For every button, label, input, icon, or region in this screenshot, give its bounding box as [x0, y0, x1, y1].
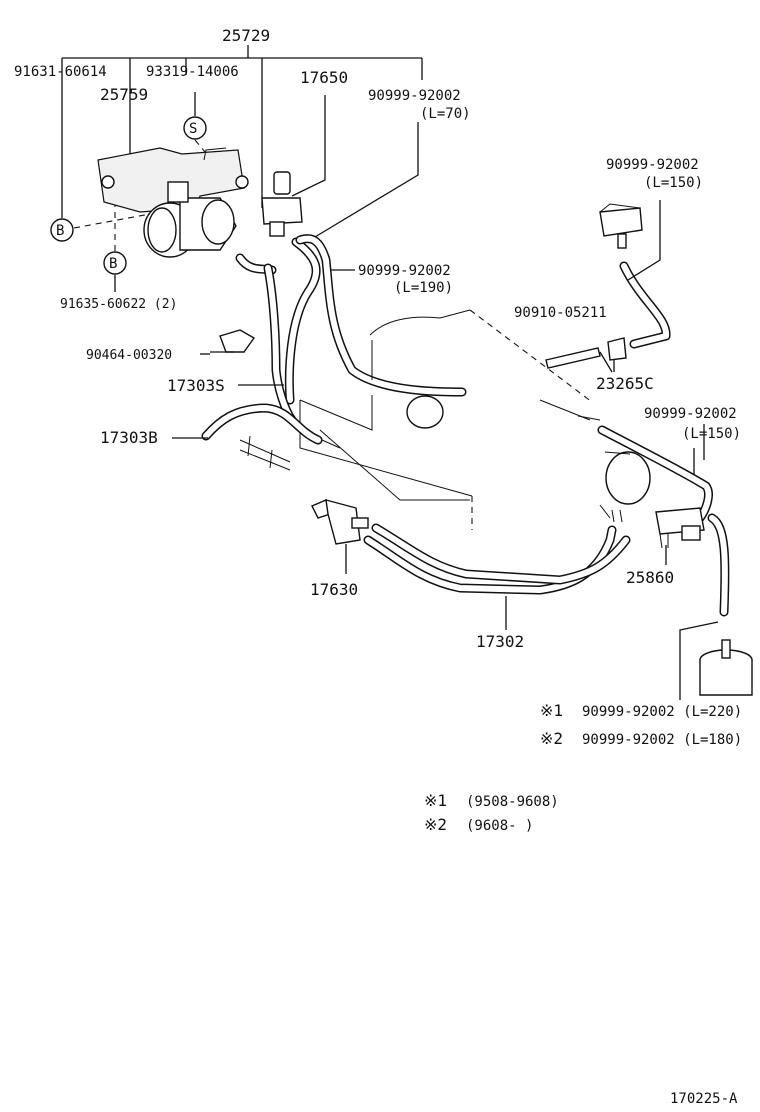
- hose-right: [577, 415, 730, 700]
- label-23265c: 23265C: [596, 374, 654, 393]
- label-90999-92002-c-length: (L=190): [394, 280, 453, 296]
- label-17630: 17630: [310, 580, 358, 599]
- note-1-text: (9508-9608): [466, 794, 559, 810]
- variant-1-text: 90999-92002 (L=220): [582, 704, 742, 720]
- pipe-17303b: [201, 403, 341, 471]
- label-90999-92002-d-length: (L=150): [682, 426, 741, 442]
- callout-b-upper: B: [50, 213, 151, 242]
- callout-s-text: S: [189, 121, 197, 137]
- label-25759: 25759: [100, 85, 148, 104]
- label-90999-92002-b: 90999-92002: [606, 157, 699, 173]
- note-2-text: (9608- ): [466, 818, 533, 834]
- solenoid-assembly: [97, 147, 249, 258]
- bracket-25729: [61, 45, 423, 241]
- label-17650: 17650: [300, 68, 348, 87]
- label-91631-60614: 91631-60614: [14, 64, 107, 80]
- vsv-25860: [655, 507, 705, 565]
- label-17303s: 17303S: [167, 376, 225, 395]
- diagram-id: 170225-A: [670, 1091, 738, 1107]
- callout-b-lower-text: B: [109, 256, 117, 272]
- label-90999-92002-b-length: (L=150): [644, 175, 703, 191]
- label-25860: 25860: [626, 568, 674, 587]
- label-17302: 17302: [476, 632, 524, 651]
- variant-1-mark: ※1: [540, 701, 563, 720]
- label-17303b: 17303B: [100, 428, 158, 447]
- pipe-90910: [545, 337, 627, 372]
- variant-2-mark: ※2: [540, 729, 563, 748]
- label-93319-14006: 93319-14006: [146, 64, 239, 80]
- label-25729: 25729: [222, 26, 270, 45]
- label-90464-00320: 90464-00320: [86, 348, 172, 363]
- clamp-90464: [210, 329, 256, 353]
- hose-group-upper: [235, 234, 467, 425]
- note-2-mark: ※2: [424, 815, 447, 834]
- engine-outline: [299, 309, 651, 530]
- label-90999-92002-c: 90999-92002: [358, 263, 451, 279]
- vsv-17650: [261, 171, 303, 237]
- label-91635-60622: 91635-60622 (2): [60, 297, 177, 312]
- callout-b-upper-text: B: [56, 223, 64, 239]
- sensor-17630: [311, 499, 369, 574]
- label-90999-92002-d: 90999-92002: [644, 406, 737, 422]
- note-1-mark: ※1: [424, 791, 447, 810]
- callout-s: S: [183, 92, 207, 153]
- label-90999-92002-a-length: (L=70): [420, 106, 471, 122]
- label-90999-92002-a: 90999-92002: [368, 88, 461, 104]
- canister-bottom: [699, 639, 753, 696]
- variant-2-text: 90999-92002 (L=180): [582, 732, 742, 748]
- callout-b-lower: B: [103, 205, 127, 292]
- leader-lines: [172, 351, 705, 460]
- canister-top: [599, 200, 671, 349]
- pipe-17302: [363, 523, 631, 630]
- label-90910-05211: 90910-05211: [514, 305, 607, 321]
